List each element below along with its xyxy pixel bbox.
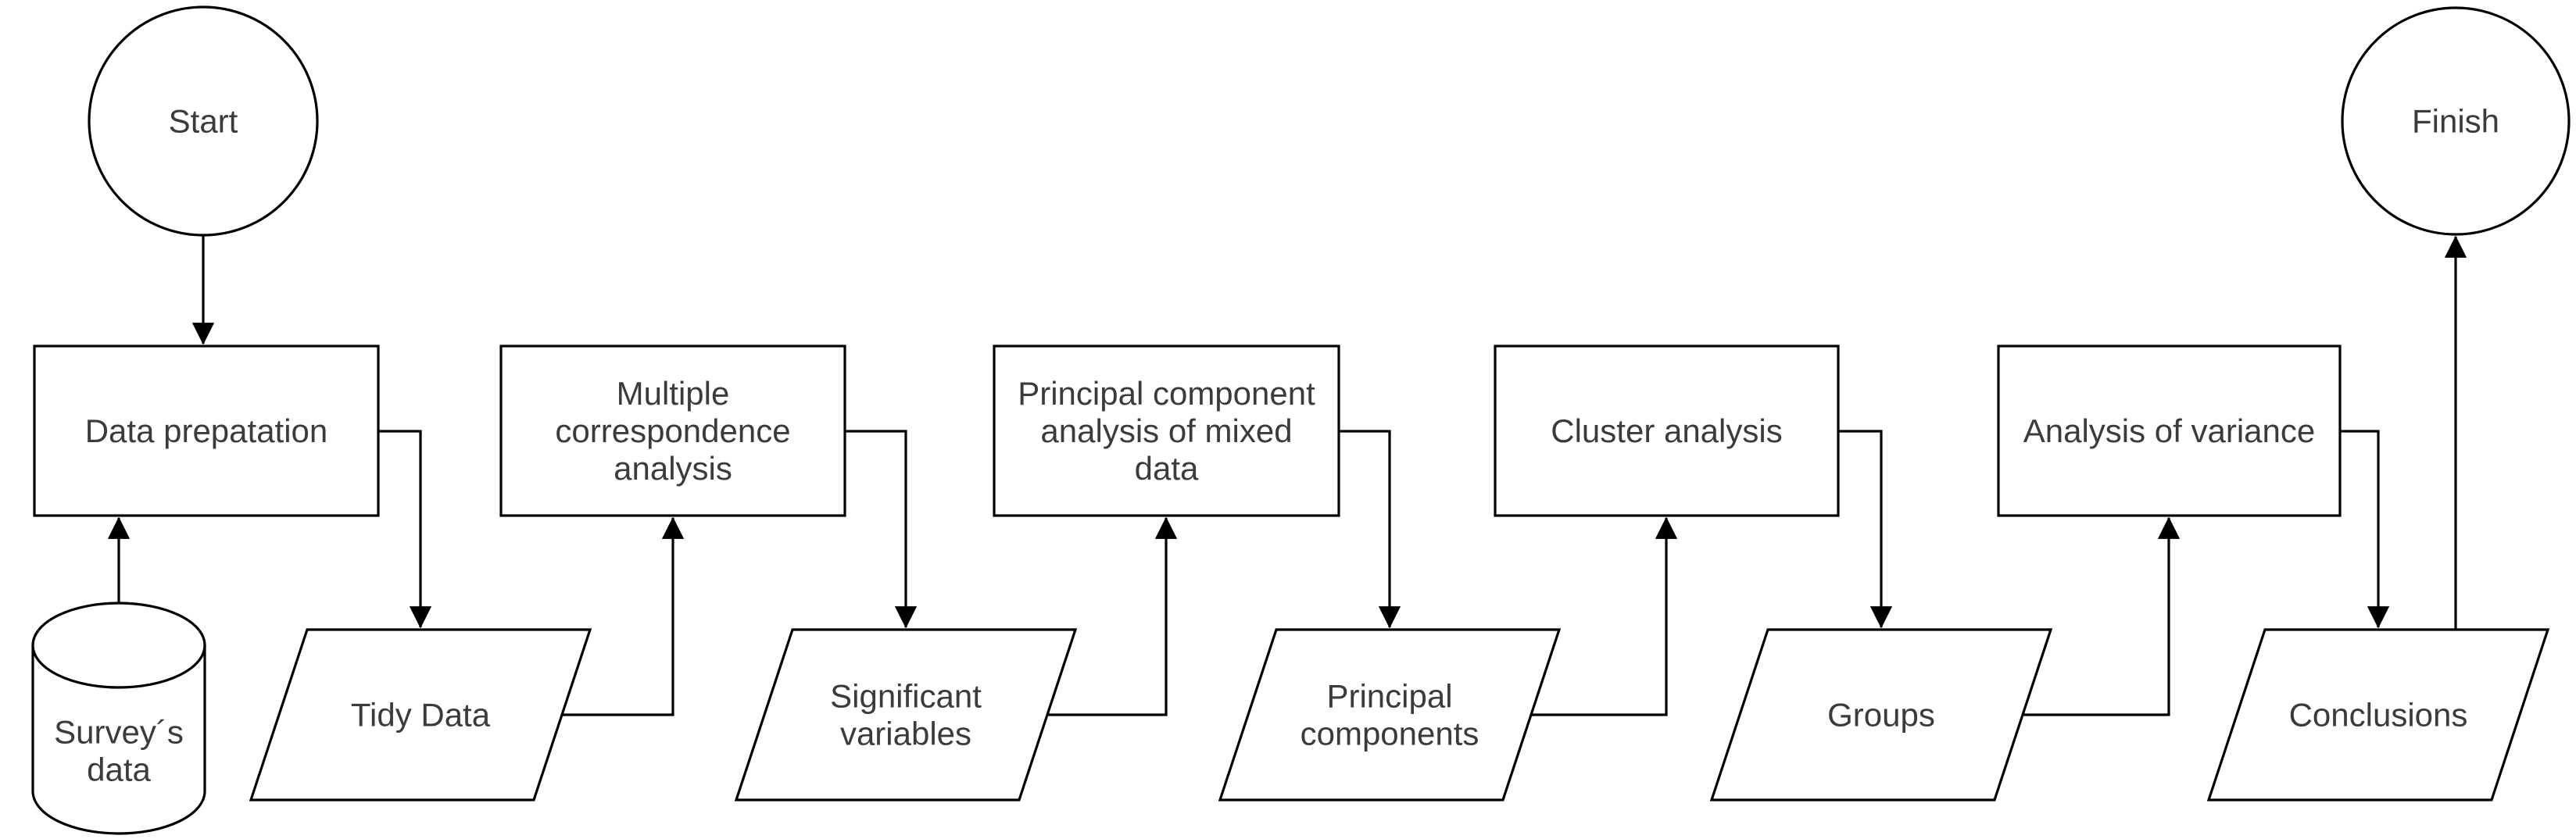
node-tidy-data: Tidy Data [249,628,592,802]
tidy-data-label-line: Tidy Data [351,697,491,734]
surveys-data-label-line: data [87,752,151,788]
edge-tidy-data-to-mca [562,516,685,716]
edge-cluster-to-groups [1838,430,1893,629]
conclusions-label: Conclusions [2289,697,2468,734]
mca-label-line: analysis [614,450,732,487]
surveys-data-top-ellipse [31,602,206,689]
finish-label: Finish [2412,103,2499,140]
surveys-data-shape [31,645,206,835]
conclusions-shape [2206,628,2550,802]
significant-variables-label-line: Significant [830,678,982,715]
node-data-preparation: Data prepatation [33,345,380,517]
edge-significant-variables-to-pca [1047,516,1178,716]
significant-variables-shape [734,628,1078,802]
start-label-line: Start [169,103,238,140]
pca-mixed-data-label-line: analysis of mixed [1040,412,1292,449]
analysis-of-variance-label-line: Analysis of variance [2023,412,2316,449]
edge-mca-to-significant-variables [845,430,918,629]
start-label: Start [169,103,238,140]
pca-mixed-data-label-line: Principal component [1018,375,1315,412]
groups-label-line: Groups [1827,697,1935,734]
principal-components-shape [1218,628,1562,802]
edge-principal-components-to-cluster [1531,516,1678,716]
node-finish: Finish [2341,6,2571,236]
data-preparation-label: Data prepatation [85,412,328,449]
significant-variables-label-line: variables [840,716,971,752]
edge-data-preparation-to-tidy-data [378,430,432,629]
cluster-analysis-shape [1494,345,1840,517]
principal-components-label-line: components [1301,716,1479,752]
node-analysis-of-variance: Analysis of variance [1997,345,2342,517]
node-cluster-analysis: Cluster analysis [1494,345,1840,517]
data-preparation-shape [33,345,380,517]
finish-label-line: Finish [2412,103,2499,140]
tidy-data-label: Tidy Data [351,697,491,734]
finish-shape [2341,6,2571,236]
cluster-analysis-label: Cluster analysis [1551,412,1782,449]
conclusions-label-line: Conclusions [2289,697,2468,734]
analysis-of-variance-shape [1997,345,2342,517]
principal-components-label-line: Principal [1326,678,1452,715]
tidy-data-shape [249,628,592,802]
surveys-data-label-line: Survey´s [54,714,184,751]
data-preparation-label-line: Data prepatation [85,412,328,449]
node-start: Start [88,5,319,237]
cluster-analysis-label-line: Cluster analysis [1551,412,1782,449]
node-groups: Groups [1709,628,2053,802]
mca-label-line: correspondence [555,412,790,449]
mca-label-line: Multiple [617,375,730,412]
analysis-of-variance-label: Analysis of variance [2023,412,2316,449]
start-shape [88,5,319,237]
mca-shape [499,345,846,517]
node-conclusions: Conclusions [2206,628,2550,802]
pca-mixed-data-label-line: data [1135,450,1199,487]
edge-groups-to-analysis-of-variance [2023,516,2181,716]
groups-label: Groups [1827,697,1935,734]
groups-shape [1709,628,2053,802]
edge-analysis-of-variance-to-conclusions [2340,430,2390,629]
edge-pca-to-principal-components [1339,430,1401,629]
pca-mixed-data-shape [993,345,1340,517]
